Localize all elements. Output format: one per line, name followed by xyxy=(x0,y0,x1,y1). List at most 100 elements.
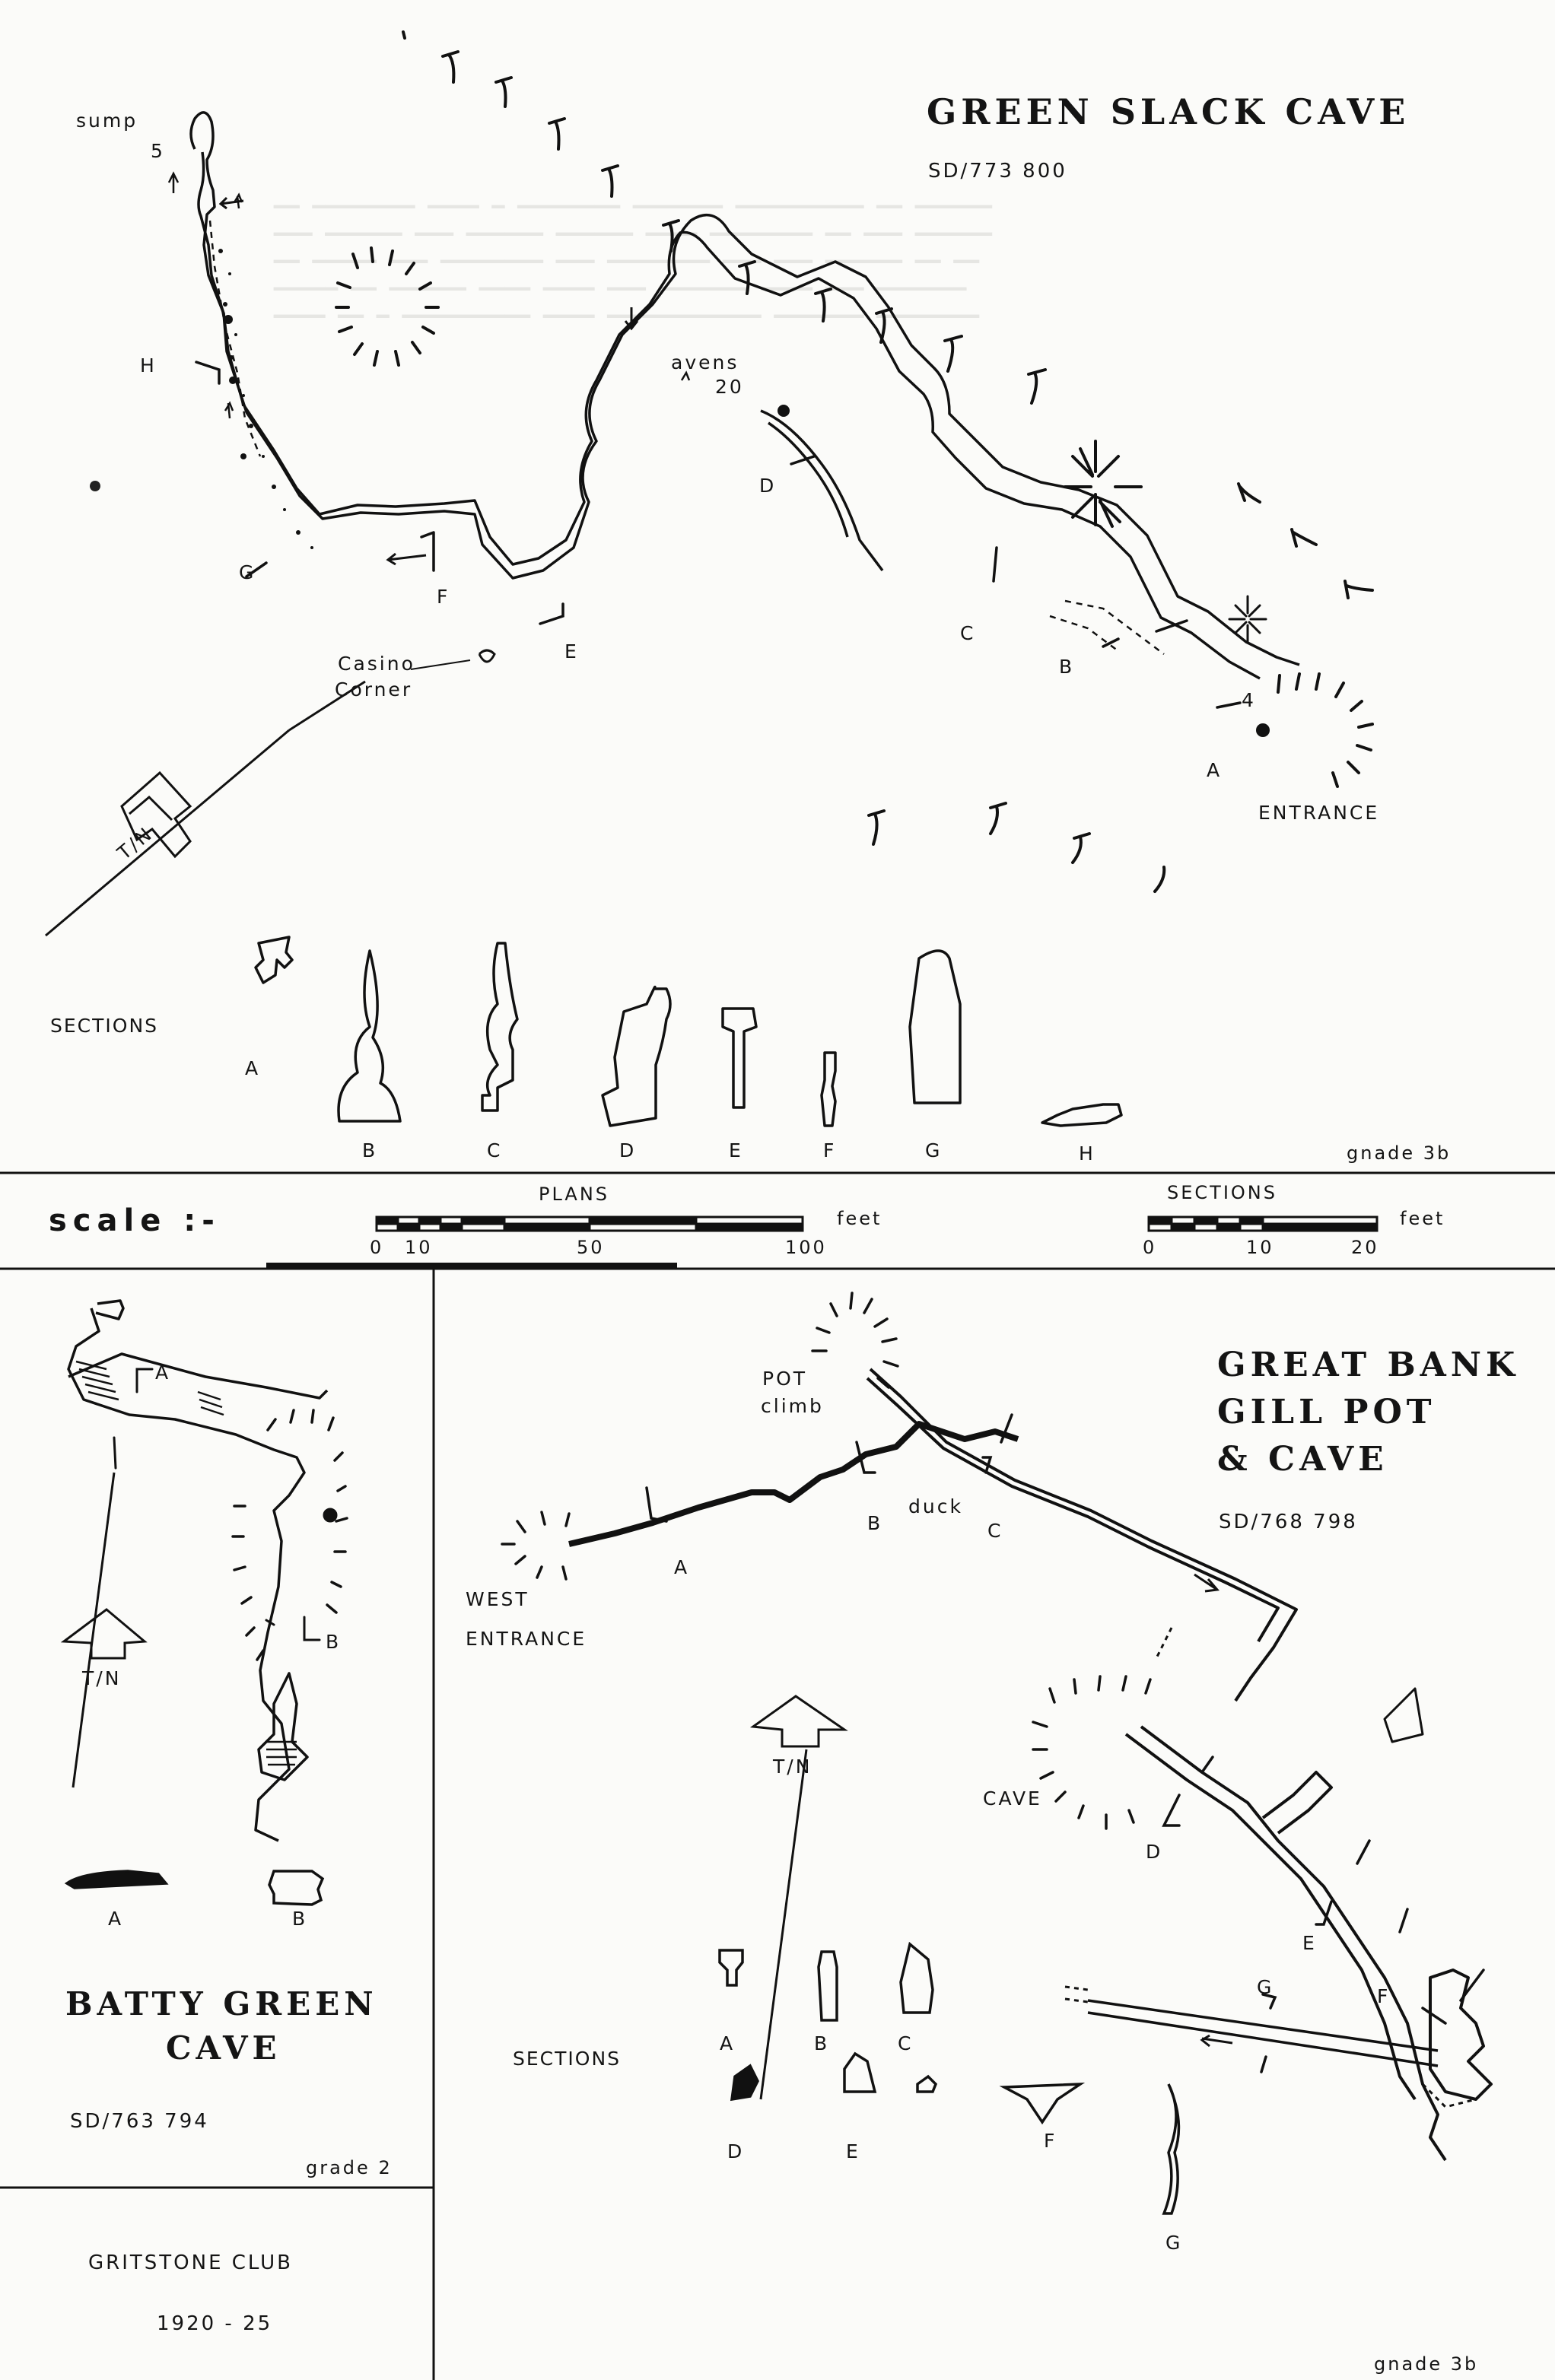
green-slack-section-profiles xyxy=(254,936,1123,1127)
great-bank-title-2: GILL POT xyxy=(1217,1393,1436,1431)
avens-height: 20 xyxy=(715,376,744,398)
gb-section-e: E xyxy=(846,2140,860,2162)
gs-station-b: B xyxy=(1059,656,1075,678)
bleed-through-texture: ▁▁ ▁▁▁▁▁▁▁▁ ▁▁▁▁ ▁ ▁▁▁▁▁▁▁▁ ▁▁▁▁▁▁▁ ▁▁▁▁… xyxy=(274,183,993,318)
great-bank-shakehole-pot xyxy=(811,1292,899,1389)
green-slack-shakehole-mid xyxy=(1064,440,1143,528)
sections-tick-0: 0 xyxy=(1143,1237,1157,1258)
scale-label: scale :- xyxy=(49,1203,221,1238)
gs-station-e: E xyxy=(564,640,579,663)
casino-leader xyxy=(410,659,471,670)
green-slack-grade: gnade 3b xyxy=(1347,1142,1452,1164)
batty-green-grid-ref: SD/763 794 xyxy=(70,2110,209,2133)
green-slack-passage xyxy=(189,111,1300,680)
gb-station-g: G xyxy=(1257,1976,1274,1998)
batty-green-shakehole xyxy=(231,1409,348,1661)
great-bank-sections-heading: SECTIONS xyxy=(513,2048,622,2070)
gs-section-e: E xyxy=(729,1139,743,1161)
west-entrance-label-1: WEST xyxy=(466,1588,529,1610)
gb-section-b: B xyxy=(814,2032,829,2054)
batty-green-title-2: CAVE xyxy=(166,2029,281,2067)
plans-tick-50: 50 xyxy=(577,1237,605,1258)
batty-green-sections xyxy=(64,1870,325,1906)
plans-unit: feet xyxy=(837,1208,882,1229)
gs-section-g: G xyxy=(925,1139,942,1161)
gb-section-c: C xyxy=(898,2032,913,2054)
great-bank-flow-arrows xyxy=(1194,1573,1233,2048)
climb-label: climb xyxy=(761,1395,824,1417)
batty-green-title-1: BATTY GREEN xyxy=(65,1985,378,2023)
bg-section-b: B xyxy=(292,1908,307,1930)
gs-section-a: A xyxy=(245,1057,260,1079)
great-bank-north-label: T/N xyxy=(773,1756,812,1778)
sections-tick-20: 20 xyxy=(1351,1237,1379,1258)
green-slack-title: GREEN SLACK CAVE xyxy=(927,91,1410,132)
club-years: 1920 - 25 xyxy=(157,2312,273,2335)
cave-entrance-label: CAVE xyxy=(983,1787,1042,1810)
sections-unit: feet xyxy=(1400,1208,1445,1229)
gs-section-f: F xyxy=(823,1139,836,1161)
batty-green-north-arrow xyxy=(60,1472,148,1788)
green-slack-shakehole-small xyxy=(1228,595,1267,643)
great-bank-section-marks xyxy=(645,1413,1485,2073)
bg-station-b: B xyxy=(326,1631,342,1653)
sections-scale-heading: SECTIONS xyxy=(1167,1182,1277,1203)
batty-green-passage xyxy=(67,1299,329,1842)
pot-label: POT xyxy=(762,1368,808,1390)
gb-station-e: E xyxy=(1302,1932,1317,1954)
great-bank-shakehole-west xyxy=(501,1511,571,1581)
plans-tick-100: 100 xyxy=(785,1237,827,1258)
green-slack-sections-heading: SECTIONS xyxy=(50,1015,159,1037)
gb-station-f: F xyxy=(1377,1985,1391,2007)
sump-depth: 5 xyxy=(151,140,165,162)
gs-station-f: F xyxy=(437,586,450,608)
great-bank-shakehole-cave xyxy=(1032,1675,1152,1830)
drop-label: 4 xyxy=(1242,689,1256,711)
green-slack-dashed-passage xyxy=(208,220,1165,655)
great-bank-dashes xyxy=(1064,1627,1477,2108)
great-bank-grid-ref: SD/768 798 xyxy=(1219,1511,1358,1533)
gs-section-d: D xyxy=(619,1139,636,1161)
green-slack-section-marks xyxy=(195,361,1242,709)
gs-station-c: C xyxy=(960,622,976,644)
gs-station-a: A xyxy=(1207,759,1223,781)
bg-section-a: A xyxy=(108,1908,123,1930)
ink-speck xyxy=(90,481,100,491)
gs-section-c: C xyxy=(487,1139,502,1161)
green-slack-north-arrow xyxy=(45,680,366,937)
gb-station-c: C xyxy=(987,1520,1003,1542)
gs-station-h: H xyxy=(140,354,157,377)
sections-scale-bar xyxy=(1147,1215,1379,1232)
west-entrance-label-2: ENTRANCE xyxy=(466,1628,587,1650)
great-bank-title-3: & CAVE xyxy=(1217,1440,1388,1479)
gb-station-d: D xyxy=(1146,1841,1163,1863)
gb-station-a: A xyxy=(674,1556,690,1578)
green-slack-hillside-hachures xyxy=(402,30,1374,893)
batty-green-grade: grade 2 xyxy=(306,2157,393,2178)
green-slack-shakehole-upper xyxy=(335,246,440,367)
gb-station-b: B xyxy=(867,1512,883,1534)
avens-label: avens xyxy=(671,351,739,373)
casino-label-1: Casino xyxy=(338,653,415,675)
club-name: GRITSTONE CLUB xyxy=(88,2251,293,2274)
great-bank-section-profiles xyxy=(718,1941,1181,2215)
gb-section-g: G xyxy=(1165,2232,1182,2254)
casino-pocket xyxy=(478,649,496,663)
duck-label: duck xyxy=(908,1495,963,1517)
casino-label-2: Corner xyxy=(335,678,413,701)
green-slack-depth-marks xyxy=(167,171,691,419)
green-slack-sediment xyxy=(218,249,1270,737)
plans-tick-10: 10 xyxy=(405,1237,433,1258)
bg-station-a: A xyxy=(155,1362,171,1384)
sump-label: sump xyxy=(76,110,138,132)
plans-scale-bar xyxy=(375,1215,804,1232)
great-bank-north-arrow xyxy=(749,1695,848,2100)
batty-green-hatching xyxy=(75,1360,297,1766)
gb-section-a: A xyxy=(720,2032,735,2054)
sheet-dividers xyxy=(0,1171,1555,2380)
gb-section-d: D xyxy=(727,2140,744,2162)
sections-tick-10: 10 xyxy=(1246,1237,1274,1258)
gs-section-b: B xyxy=(362,1139,377,1161)
